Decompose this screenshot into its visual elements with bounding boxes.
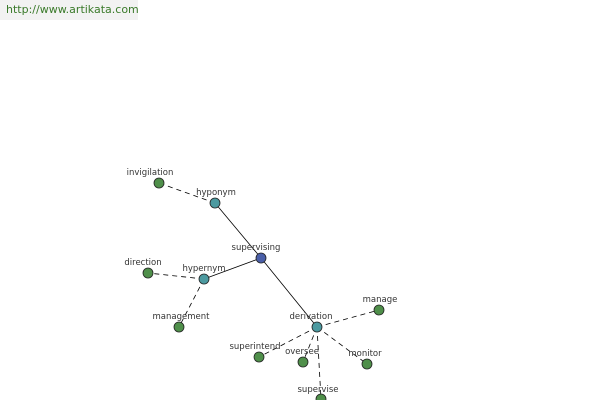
site-url[interactable]: http://www.artikata.com [0,0,139,20]
node-label-manage: manage [363,295,398,305]
edge-derivation-manage [316,309,380,328]
node-label-oversee: oversee [285,347,319,357]
edge-root-hyponym [214,202,262,259]
node-supervising[interactable]: supervising [232,243,281,264]
node-label-management: management [153,312,211,322]
node-label-invigilation: invigilation [127,168,174,178]
node-superintend[interactable]: superintend [229,342,281,363]
edge-derivation-oversee [302,326,318,363]
node-hyponym[interactable]: hyponym [196,188,236,209]
node-direction[interactable]: direction [124,258,162,279]
node-invigilation[interactable]: invigilation [127,168,174,189]
edge-hypernym-management [178,278,205,328]
node-derivation[interactable]: derivation [289,312,333,333]
node-label-hypernym: hypernym [182,264,225,274]
node-label-hyponym: hyponym [196,188,236,198]
node-hypernym[interactable]: hypernym [182,264,226,285]
node-monitor[interactable]: monitor [348,349,382,370]
node-label-supervise: supervise [298,385,339,395]
node-label-superintend: superintend [229,342,280,352]
edge-derivation-monitor [316,326,368,365]
node-label-monitor: monitor [348,349,382,359]
edge-hyponym-invigilation [158,182,216,204]
edge-root-hypernym [203,257,262,280]
edge-derivation-superintend [258,326,318,358]
edge-derivation-supervise [316,326,322,400]
edge-hypernym-direction [147,272,205,280]
node-label-supervising: supervising [232,243,281,253]
node-label-derivation: derivation [289,312,332,322]
node-label-direction: direction [124,258,161,268]
node-supervise[interactable]: supervise [298,385,339,400]
node-oversee[interactable]: oversee [285,347,319,368]
node-manage[interactable]: manage [363,295,398,316]
edge-root-derivation [260,257,318,328]
node-management[interactable]: management [153,312,211,333]
